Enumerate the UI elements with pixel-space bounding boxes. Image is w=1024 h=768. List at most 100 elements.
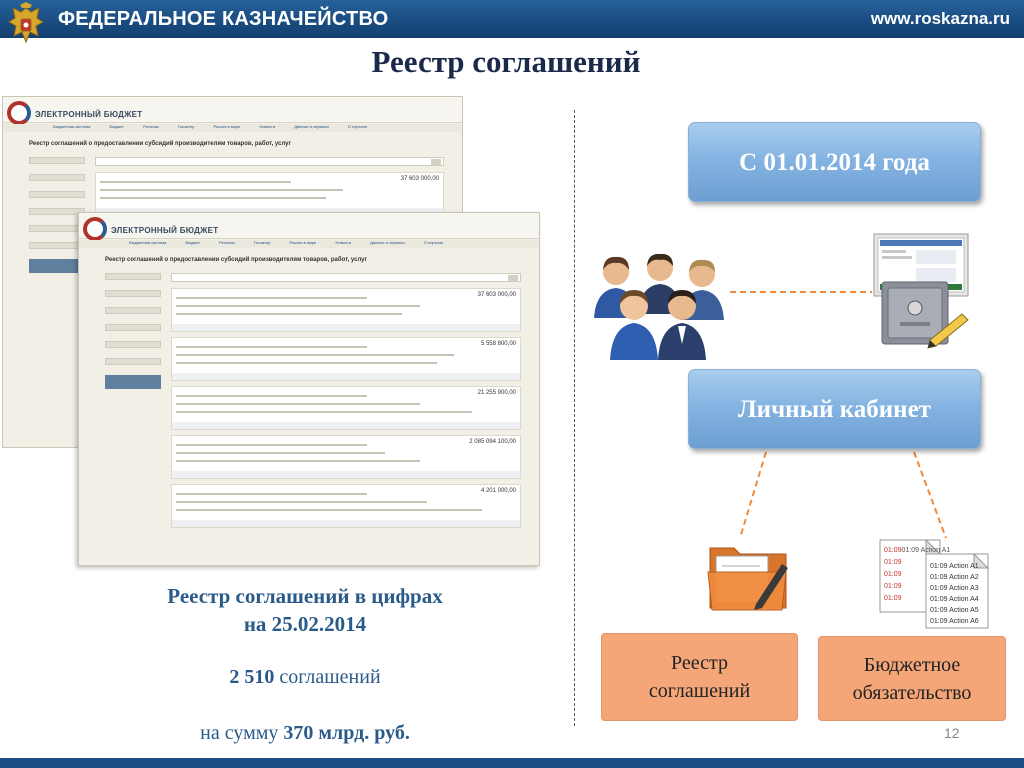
nav-item: Данные и сервисы	[294, 124, 329, 129]
budget-obligation-box: Бюджетное обязательство	[818, 636, 1006, 721]
nav-item: Бюджет	[185, 240, 201, 245]
agreements-count: 2 510 соглашений	[110, 666, 500, 689]
portal-top-strip	[79, 213, 539, 239]
filter-field	[29, 225, 85, 232]
filter-field	[29, 157, 85, 164]
sort-panel	[105, 375, 161, 389]
filter-field	[29, 242, 85, 249]
budget-line2: обязательство	[852, 681, 972, 704]
nav-item: Госзатер	[177, 124, 195, 129]
doc-line: 01:09 Action A1	[902, 547, 951, 554]
portal-logo-icon	[7, 101, 31, 125]
agreement-amount: 37 603 000,00	[477, 292, 516, 298]
header-bar: ФЕДЕРАЛЬНОЕ КАЗНАЧЕЙСТВО www.roskazna.ru	[0, 0, 1024, 44]
list-item: 4 201 000,00	[171, 484, 521, 528]
nav-item: Регионы	[219, 240, 235, 245]
agreements-sum: на сумму 370 млрд. руб.	[110, 722, 500, 745]
nav-item: Бюджетная система	[53, 124, 91, 129]
header-url-link[interactable]: www.roskazna.ru	[870, 9, 1010, 28]
portal-nav: Бюджетная система Бюджет Регионы Госзате…	[79, 240, 539, 248]
nav-item: О портале	[423, 240, 444, 245]
slide-title: Реестр соглашений	[371, 44, 641, 79]
header-title: ФЕДЕРАЛЬНОЕ КАЗНАЧЕЙСТВО	[58, 8, 389, 30]
filter-field	[105, 324, 161, 331]
filter-field	[29, 174, 85, 181]
doc-line: 01:09 Action A5	[930, 607, 979, 614]
filter-field	[105, 273, 161, 280]
portal-nav: Бюджетная система Бюджет Регионы Госзате…	[3, 124, 462, 132]
sum-value: 370 млрд. руб.	[283, 722, 410, 744]
search-input	[171, 273, 521, 282]
list-item: 21 255 900,00	[171, 386, 521, 430]
agreement-amount: 4 201 000,00	[480, 488, 516, 494]
svg-text:01:09: 01:09	[884, 583, 902, 590]
folder-document-icon	[707, 547, 788, 611]
list-item: 2 085 094 100,00	[171, 435, 521, 479]
registry-screenshot-front: ЭЛЕКТРОННЫЙ БЮДЖЕТ Бюджетная система Бюд…	[78, 212, 540, 566]
portal-logo-text: ЭЛЕКТРОННЫЙ БЮДЖЕТ	[111, 226, 219, 235]
svg-text:01:09: 01:09	[884, 571, 902, 578]
filter-field	[105, 307, 161, 314]
count-number: 2 510	[229, 666, 275, 688]
budget-line1: Бюджетное	[863, 653, 961, 676]
filter-field	[105, 358, 161, 365]
filter-column	[29, 157, 85, 437]
agreement-amount: 2 085 094 100,00	[469, 439, 516, 445]
registry-line1: Реестр	[671, 652, 728, 674]
svg-text:01:09: 01:09	[884, 559, 902, 566]
portal-logo-icon	[83, 217, 107, 241]
doc-line: 01:09 Action A4	[930, 596, 979, 603]
nav-item: Новости	[259, 124, 275, 129]
filter-column	[105, 273, 161, 555]
portal-page-title: Реестр соглашений о предоставлении субси…	[29, 141, 292, 147]
date-box: С 01.01.2014 года	[688, 122, 981, 202]
users-group-icon	[594, 253, 724, 360]
sum-prefix: на сумму	[200, 722, 284, 744]
nav-item: Данные и сервисы	[370, 240, 405, 245]
doc-line: 01:09 Action A3	[930, 585, 979, 592]
results-list: 37 603 000,00 5 558 800,00 21 255 900,00…	[171, 273, 521, 555]
svg-text:01:09: 01:09	[884, 595, 902, 602]
svg-text:01:0901:09 Action A1: 01:0901:09 Action A1	[884, 547, 950, 554]
doc-line: 01:09 Action A2	[930, 574, 979, 581]
portal-top-strip	[3, 97, 462, 123]
computer-safe-icon	[873, 233, 969, 349]
search-input	[95, 157, 444, 166]
action-log-documents-icon: 01:0901:09 Action A1 01:09 01:09 01:09 0…	[879, 538, 990, 629]
nav-item: О портале	[347, 124, 368, 129]
agreement-amount: 5 558 800,00	[480, 341, 516, 347]
nav-item: Госзатер	[253, 240, 271, 245]
nav-item: Россия в мире	[289, 240, 317, 245]
connector-lines	[730, 291, 947, 539]
nav-item: Новости	[335, 240, 351, 245]
nav-item: Бюджет	[109, 124, 125, 129]
filter-field	[105, 290, 161, 297]
filter-field	[105, 341, 161, 348]
results-list: 37 603 000,00	[95, 157, 444, 437]
agreement-amount: 37 603 000,00	[400, 176, 439, 182]
registry-line2: соглашений	[648, 680, 751, 702]
stats-heading: Реестр соглашений в цифрах	[167, 584, 443, 608]
doc-line: 01:09 Action A6	[930, 618, 979, 625]
nav-item: Бюджетная система	[129, 240, 167, 245]
agreement-amount: 21 255 900,00	[477, 390, 516, 396]
list-item: 37 603 000,00	[95, 172, 444, 216]
filter-field	[29, 208, 85, 215]
sort-panel	[29, 259, 85, 273]
portal-page-title: Реестр соглашений о предоставлении субси…	[105, 257, 368, 263]
stats-date: на 25.02.2014	[243, 612, 367, 636]
filter-field	[29, 191, 85, 198]
footer-bar	[0, 758, 1024, 768]
doc-line: 01:09 Action A1	[930, 563, 979, 570]
nav-item: Россия в мире	[213, 124, 241, 129]
double-headed-eagle-emblem-icon	[8, 2, 44, 44]
portal-logo-text: ЭЛЕКТРОННЫЙ БЮДЖЕТ	[35, 110, 143, 119]
vertical-divider	[574, 110, 575, 726]
list-item: 37 603 000,00	[171, 288, 521, 332]
nav-item: Регионы	[143, 124, 159, 129]
page-number: 12	[944, 725, 960, 741]
list-item: 5 558 800,00	[171, 337, 521, 381]
count-label: соглашений	[274, 666, 381, 688]
registry-box: Реестр соглашений	[601, 633, 798, 721]
